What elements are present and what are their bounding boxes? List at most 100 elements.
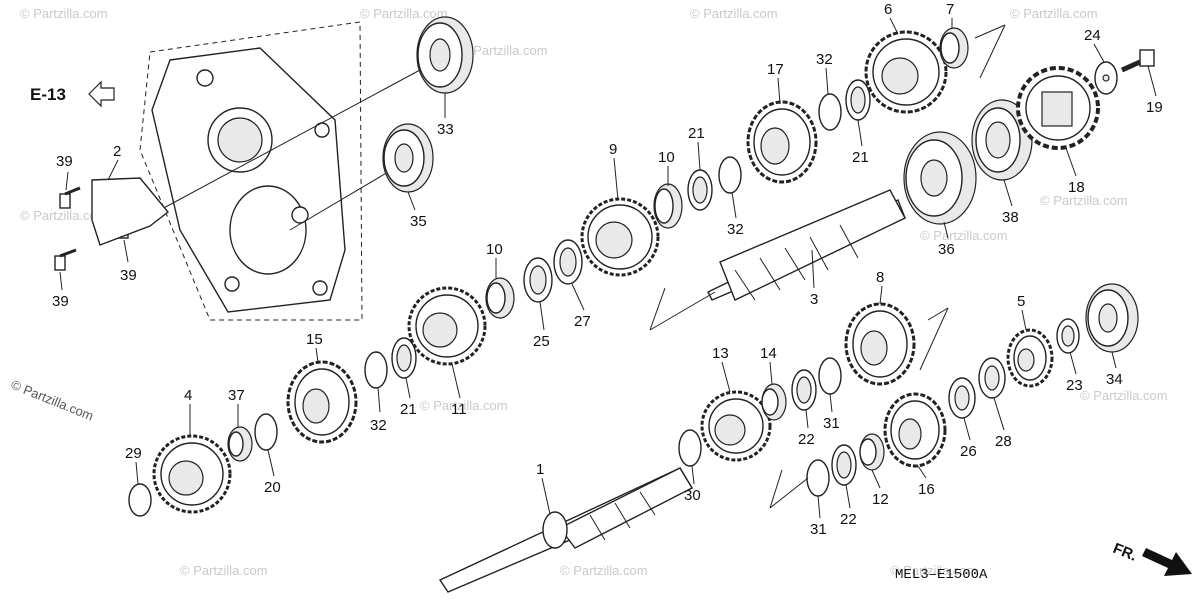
leader-line [927, 307, 949, 321]
callout-35: 35 [410, 213, 427, 230]
seal-38 [971, 99, 1033, 181]
callout-20: 20 [264, 479, 281, 496]
callout-27: 27 [574, 313, 591, 330]
bolt-39-lower [54, 248, 77, 271]
callout-16: 16 [918, 481, 935, 498]
bearing-35 [382, 123, 434, 193]
callout-22: 22 [798, 431, 815, 448]
front-label: FR. [1111, 540, 1140, 565]
gear-17 [746, 100, 818, 184]
gear-4 [152, 434, 232, 514]
callout-32: 32 [816, 51, 833, 68]
watermark-text: © Partzilla.com [1040, 193, 1128, 208]
bearing-34 [1085, 283, 1139, 353]
watermark-text: © Partzilla.com [20, 6, 108, 21]
callout-31: 31 [810, 521, 827, 538]
callout-32: 32 [370, 417, 387, 434]
bearing-33 [416, 16, 474, 94]
watermark-text: © Partzilla.com [420, 398, 508, 413]
callout-6: 6 [884, 1, 892, 18]
gear-6 [864, 30, 948, 114]
washer-21-upper [687, 169, 713, 211]
leader-line [649, 291, 716, 331]
callout-33: 33 [437, 121, 454, 138]
washer-20 [254, 413, 278, 451]
watermark-text: © Partzilla.com [460, 43, 548, 58]
washer-21-top [845, 79, 871, 121]
callout-13: 13 [712, 345, 729, 362]
leader-line [919, 307, 949, 371]
leader-line [769, 477, 809, 509]
gear-9 [580, 197, 660, 277]
circlip-32-top [818, 93, 842, 131]
washer-24 [1094, 61, 1118, 95]
callout-1: 1 [536, 461, 544, 478]
reference-label: E-13 [30, 85, 66, 104]
arrow-left-outline-icon [88, 80, 115, 108]
case-cover [139, 21, 363, 321]
bearing-37 [227, 426, 253, 462]
washer-30 [678, 429, 702, 467]
plate-2 [91, 177, 169, 246]
washer-29 [128, 483, 152, 517]
gear-13 [700, 390, 772, 462]
watermark-text: © Partzilla.com [360, 6, 448, 21]
watermark-text: © Partzilla.com [890, 563, 978, 578]
bolt-39-upper [59, 186, 81, 209]
callout-22: 22 [840, 511, 857, 528]
watermark-text: © Partzilla.com [1010, 6, 1098, 21]
bushing-14 [761, 383, 787, 421]
bushing-10-mid [485, 277, 515, 319]
watermark-text: © Partzilla.com [920, 228, 1008, 243]
callout-15: 15 [306, 331, 323, 348]
gear-8 [844, 302, 916, 386]
callout-21: 21 [400, 401, 417, 418]
washer-22-lower [831, 444, 857, 486]
callout-17: 17 [767, 61, 784, 78]
washer-22-upper [791, 369, 817, 411]
watermark-text: © Partzilla.com [690, 6, 778, 21]
callout-21: 21 [688, 125, 705, 142]
washer-25 [523, 257, 553, 303]
callout-39: 39 [52, 293, 69, 310]
arrow-down-right-filled-icon [1142, 548, 1192, 576]
callout-38: 38 [1002, 209, 1019, 226]
callout-2: 2 [113, 143, 121, 160]
callout-9: 9 [609, 141, 617, 158]
leader-line [979, 24, 1006, 79]
leader-line [649, 287, 666, 331]
callout-3: 3 [810, 291, 818, 308]
circlip-31-lower [806, 459, 830, 497]
bushing-10-upper [653, 183, 683, 229]
callout-18: 18 [1068, 179, 1085, 196]
leader-line [159, 69, 421, 211]
callout-32: 32 [727, 221, 744, 238]
callout-24: 24 [1084, 27, 1101, 44]
gear-1-integral [542, 511, 568, 549]
bushing-12 [859, 433, 885, 471]
diagram-code: MEL3–E1500A [895, 567, 988, 583]
gear-5 [1006, 328, 1054, 388]
countershaft-3 [707, 189, 906, 301]
callout-10: 10 [486, 241, 503, 258]
watermark-text: © Partzilla.com [9, 377, 96, 424]
washer-26 [948, 377, 976, 419]
washer-23 [1056, 318, 1080, 354]
watermark-text: © Partzilla.com [20, 208, 108, 223]
circlip-31-upper [818, 357, 842, 395]
callout-31: 31 [823, 415, 840, 432]
callout-39: 39 [56, 153, 73, 170]
bearing-36 [903, 131, 977, 225]
watermark-text: © Partzilla.com [560, 563, 648, 578]
callout-11: 11 [451, 401, 467, 418]
watermark-text: © Partzilla.com [1080, 388, 1168, 403]
collar-7 [939, 27, 969, 69]
callout-19: 19 [1146, 99, 1163, 116]
callout-numbers: 33 35 39 2 39 39 9 10 21 32 17 32 21 6 7… [52, 1, 1163, 538]
callout-29: 29 [125, 445, 142, 462]
sprocket-18 [1016, 66, 1100, 150]
callout-23: 23 [1066, 377, 1083, 394]
gear-15 [286, 360, 358, 444]
